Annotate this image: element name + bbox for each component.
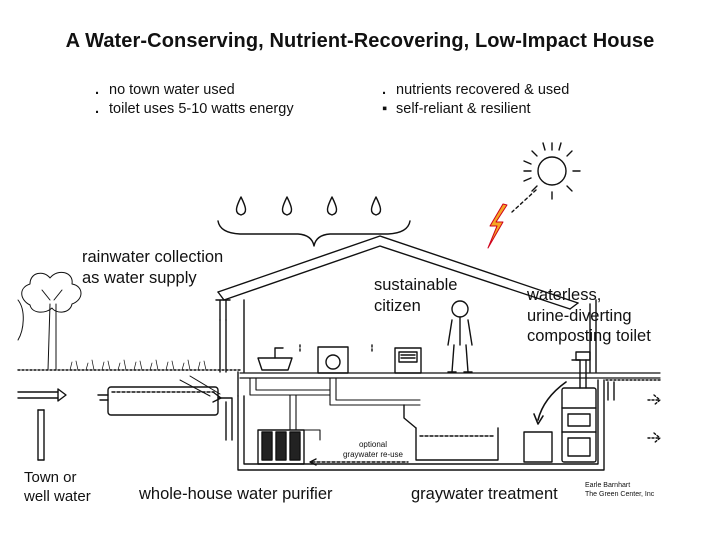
raindrop-icon <box>370 196 382 216</box>
label-citizen-line2: citizen <box>374 297 421 315</box>
graywater-tank <box>403 404 499 461</box>
town-water-inlet <box>17 388 67 461</box>
bullet-text: toilet uses 5-10 watts energy <box>109 101 294 117</box>
bullet-marker: . <box>95 101 100 117</box>
label-purifier: whole-house water purifier <box>139 485 333 503</box>
raindrop-icon <box>235 196 247 216</box>
label-town-line1: Town or <box>24 469 77 486</box>
label-citizen-line1: sustainable <box>374 276 458 294</box>
bullet-item: ▪ self-reliant & resilient <box>382 100 569 119</box>
bullet-text: nutrients recovered & used <box>396 82 570 98</box>
washer-icon <box>317 346 349 374</box>
tree-icon <box>17 271 82 371</box>
grass <box>69 359 207 371</box>
bullet-marker: . <box>95 82 100 98</box>
basement <box>237 379 605 471</box>
composting-toilet-icon <box>523 351 597 463</box>
label-town-line2: well water <box>24 488 91 505</box>
vent-pipe <box>607 381 615 401</box>
bullet-list-right: . nutrients recovered & used ▪ self-relian… <box>382 81 569 119</box>
bullet-marker: ▪ <box>382 101 388 117</box>
page-title: A Water-Conserving, Nutrient-Recovering,… <box>65 30 655 52</box>
person-icon <box>447 300 473 373</box>
label-toilet-line2: urine-diverting <box>527 307 632 325</box>
raindrop-icon <box>281 196 293 216</box>
label-toilet-line1: waterless, <box>527 286 602 304</box>
bullet-list-left: . no town water used . toilet uses 5-10 wa… <box>95 81 294 119</box>
raindrop-icon <box>326 196 338 216</box>
credit: Earle Barnhart The Green Center, Inc <box>585 481 654 499</box>
label-graywater: graywater treatment <box>411 485 558 503</box>
sink-icon <box>257 347 293 371</box>
label-toilet-line3: composting toilet <box>527 327 651 345</box>
bullet-text: self-reliant & resilient <box>396 101 531 117</box>
house-roof <box>215 235 579 321</box>
sunlight-ray <box>511 189 537 213</box>
bullet-marker: . <box>382 82 387 98</box>
bullet-item: . toilet uses 5-10 watts energy <box>95 100 294 119</box>
credit-organization: The Green Center, Inc <box>585 491 655 498</box>
plumbing <box>249 377 421 441</box>
sun-icon <box>523 142 581 200</box>
bullet-text: no town water used <box>109 82 235 98</box>
appliance-icon <box>394 347 422 374</box>
water-purifier <box>257 429 305 465</box>
label-optional-line2: graywater re-use <box>342 450 404 459</box>
optional-reuse-arrow <box>309 458 409 466</box>
raindrops <box>235 196 382 216</box>
label-rainwater-line1: rainwater collection <box>82 248 224 266</box>
cistern <box>97 375 233 441</box>
label-optional-reuse: optional graywater re-use <box>328 440 418 460</box>
curly-brace <box>217 220 411 247</box>
bullet-item: . no town water used <box>95 81 294 100</box>
credit-author: Earle Barnhart <box>585 482 631 489</box>
label-rainwater-line2: as water supply <box>82 269 197 287</box>
label-optional-line1: optional <box>358 440 388 449</box>
bullet-item: . nutrients recovered & used <box>382 81 569 100</box>
toilet-arrow <box>537 381 567 421</box>
dashed-marker <box>299 344 373 353</box>
downspout <box>219 319 227 373</box>
lightning-icon <box>487 203 508 249</box>
vent-arrows <box>647 394 661 444</box>
floor-line <box>239 372 661 379</box>
